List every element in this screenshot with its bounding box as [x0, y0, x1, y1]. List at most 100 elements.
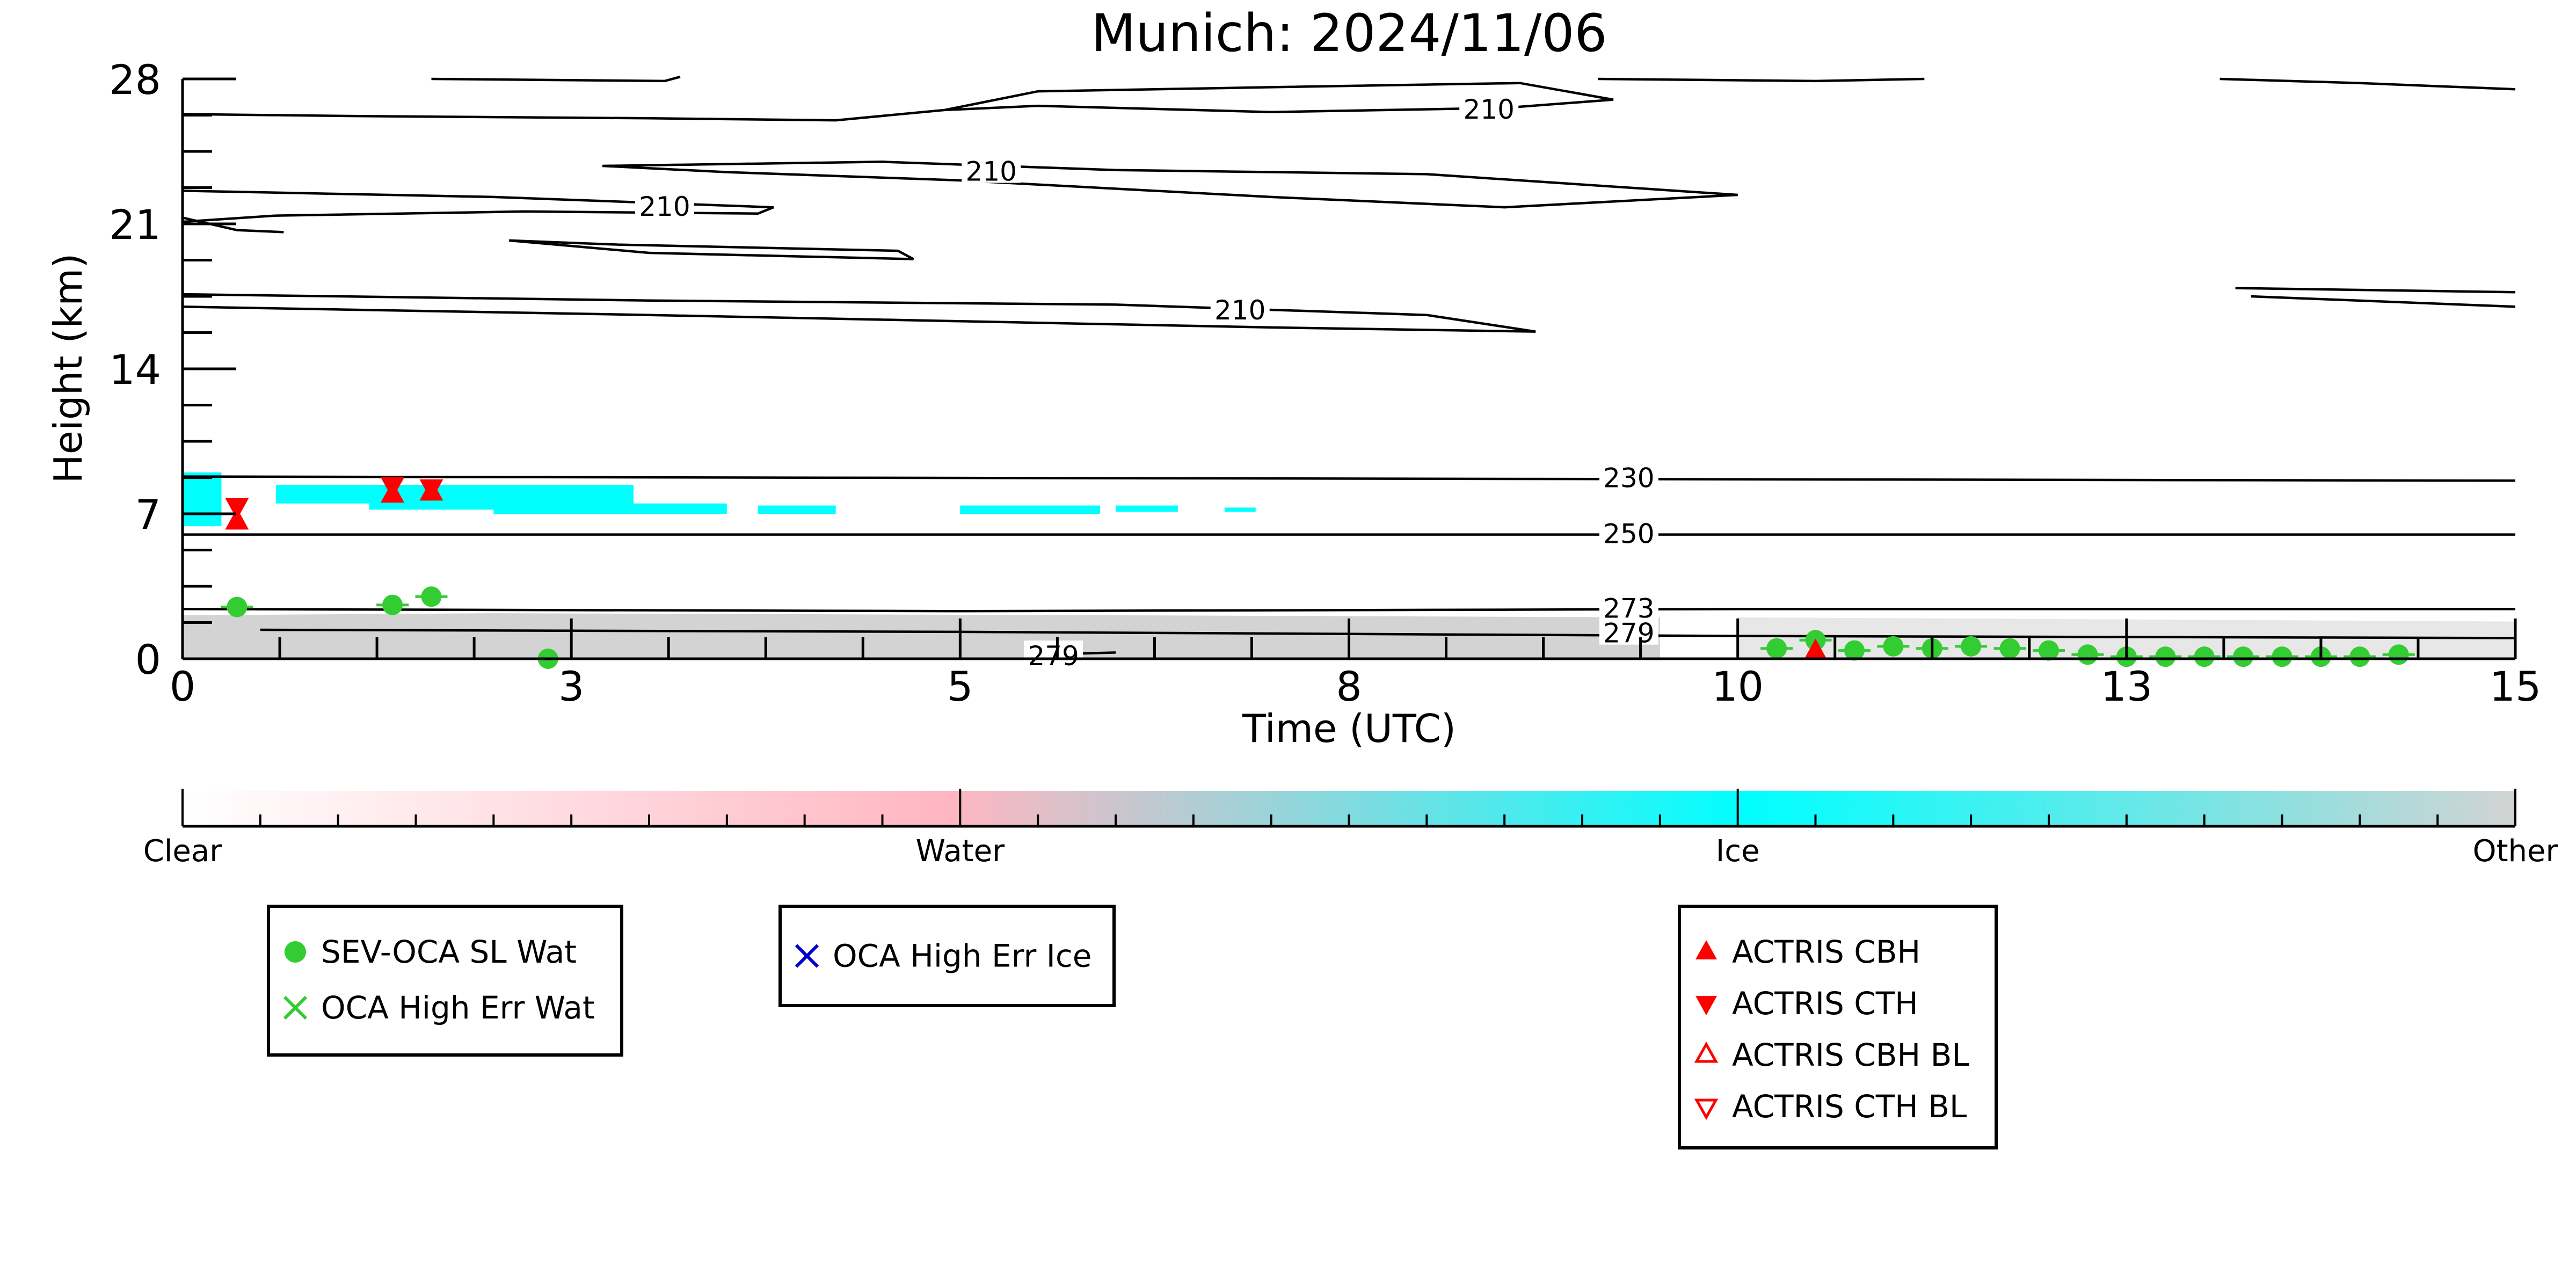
ice-phase-region — [183, 472, 222, 527]
sev-oca-point — [1961, 636, 1982, 657]
ice-phase-region — [275, 485, 369, 504]
contour-line-210 — [182, 190, 774, 223]
x-tick-label: 0 — [170, 663, 195, 710]
contour-label: 210 — [639, 191, 690, 222]
contour-label: 210 — [1214, 295, 1265, 326]
legend-box — [267, 905, 623, 1057]
y-tick-label: 28 — [109, 56, 161, 104]
actris-cth-marker — [225, 498, 249, 520]
phase-colorbar: Clear Water Ice Other — [143, 789, 2559, 869]
actris-cth-marker — [419, 479, 443, 501]
chart-title: Munich: 2024/11/06 — [1091, 3, 1607, 63]
x-tick-label: 8 — [1336, 663, 1362, 710]
ice-phase-region — [960, 505, 1101, 514]
contour-line-210 — [1597, 77, 1925, 83]
x-tick-label: 5 — [947, 663, 973, 710]
legend-entry-label: ACTRIS CBH — [1732, 934, 1920, 970]
contour-label-bg — [962, 156, 1021, 183]
y-tick-label: 0 — [135, 636, 161, 683]
legend-circle-icon — [285, 941, 306, 963]
legend-entry-label: OCA High Err Wat — [321, 989, 595, 1026]
sev-oca-point — [1999, 638, 2020, 659]
contour-label: 210 — [1463, 94, 1514, 125]
sev-oca-point — [1883, 636, 1904, 657]
contour-line-210 — [431, 75, 681, 83]
x-tick-label: 10 — [1712, 663, 1764, 710]
actris-cth-marker — [381, 477, 405, 499]
contour-line-230 — [182, 475, 2516, 482]
ice-phase-region — [1116, 505, 1178, 512]
other-phase-region — [183, 613, 1660, 659]
ice-phase-region — [493, 503, 727, 514]
contour-line-273 — [182, 608, 2515, 613]
sev-oca-point — [382, 594, 403, 615]
sev-oca-point — [2194, 646, 2215, 667]
legend-entry-label: ACTRIS CTH BL — [1732, 1088, 1967, 1125]
sev-oca-point — [2155, 646, 2176, 667]
colorbar-labels: Clear Water Ice Other — [143, 834, 2559, 869]
sev-oca-point — [2272, 646, 2293, 667]
contour-label-bg — [1210, 295, 1270, 322]
sev-oca-point — [2388, 644, 2409, 665]
sev-oca-point — [2077, 644, 2098, 665]
x-tick-label: 13 — [2100, 663, 2152, 710]
sev-oca-point — [1766, 638, 1787, 659]
contour-label-bg — [1459, 93, 1519, 121]
colorbar-ticks — [181, 789, 2516, 826]
colorbar-label: Other — [2472, 834, 2558, 869]
contour-label-bg — [1599, 593, 1658, 620]
contour-line-210 — [509, 239, 914, 260]
x-axis-label: Time (UTC) — [1242, 706, 1456, 751]
legend-box — [778, 905, 1116, 1007]
contour-label-bg — [1599, 617, 1658, 645]
colorbar-label: Ice — [1716, 834, 1760, 869]
contour-label: 279 — [1603, 618, 1654, 649]
legend-triangle-up-open-icon — [1694, 1041, 1719, 1063]
y-tick-label: 14 — [109, 346, 161, 394]
contour-label: 250 — [1603, 519, 1654, 550]
legend-box — [1678, 905, 1998, 1149]
contour-label-bg — [1599, 518, 1658, 545]
contour-line-210 — [2251, 295, 2516, 308]
colorbar-label: Clear — [143, 834, 222, 869]
contour-label-bg — [1024, 641, 1083, 668]
sev-oca-point — [2039, 640, 2059, 661]
contour-line-210 — [182, 293, 1536, 333]
contour-label-bg — [1599, 462, 1658, 490]
contour-label: 210 — [966, 156, 1017, 187]
colorbar-label: Water — [916, 834, 1006, 869]
contour-line-210 — [2235, 287, 2516, 294]
legend-entry-label: ACTRIS CTH — [1732, 985, 1918, 1022]
contour-line-210 — [182, 216, 284, 234]
legend-triangle-up-icon — [1695, 940, 1717, 959]
legend-entry-label: OCA High Err Ice — [833, 938, 1091, 974]
y-axis-label: Height (km) — [46, 253, 91, 484]
ice-phase-region — [1224, 507, 1256, 512]
contour-line-210 — [182, 82, 1614, 122]
sev-oca-point — [2233, 646, 2254, 667]
x-tick-label: 15 — [2490, 663, 2542, 710]
actris-cbh-marker — [1803, 638, 1828, 660]
contour-label-bg — [635, 191, 694, 219]
legend-entry-label: ACTRIS CBH BL — [1732, 1037, 1969, 1073]
legend-triangle-down-icon — [1695, 996, 1717, 1015]
sev-oca-point — [1844, 640, 1865, 661]
sev-oca-point — [2349, 646, 2370, 667]
contour-line-210 — [602, 161, 1738, 209]
y-ticks: 0 7 21 14 28 — [109, 56, 236, 683]
sev-oca-point — [421, 586, 442, 607]
y-tick-label: 21 — [109, 201, 161, 249]
axes — [181, 79, 2515, 660]
contour-label: 279 — [1028, 641, 1079, 672]
x-ticks: 0 3 5 8 10 13 15 — [170, 618, 2542, 710]
contour-label: 230 — [1603, 462, 1654, 493]
contour-line-210 — [2220, 77, 2516, 91]
x-tick-label: 3 — [558, 663, 584, 710]
y-tick-label: 7 — [135, 491, 161, 539]
sev-oca-point — [227, 596, 248, 617]
legend-x-icon — [795, 944, 819, 968]
ice-phase-region — [758, 505, 836, 514]
